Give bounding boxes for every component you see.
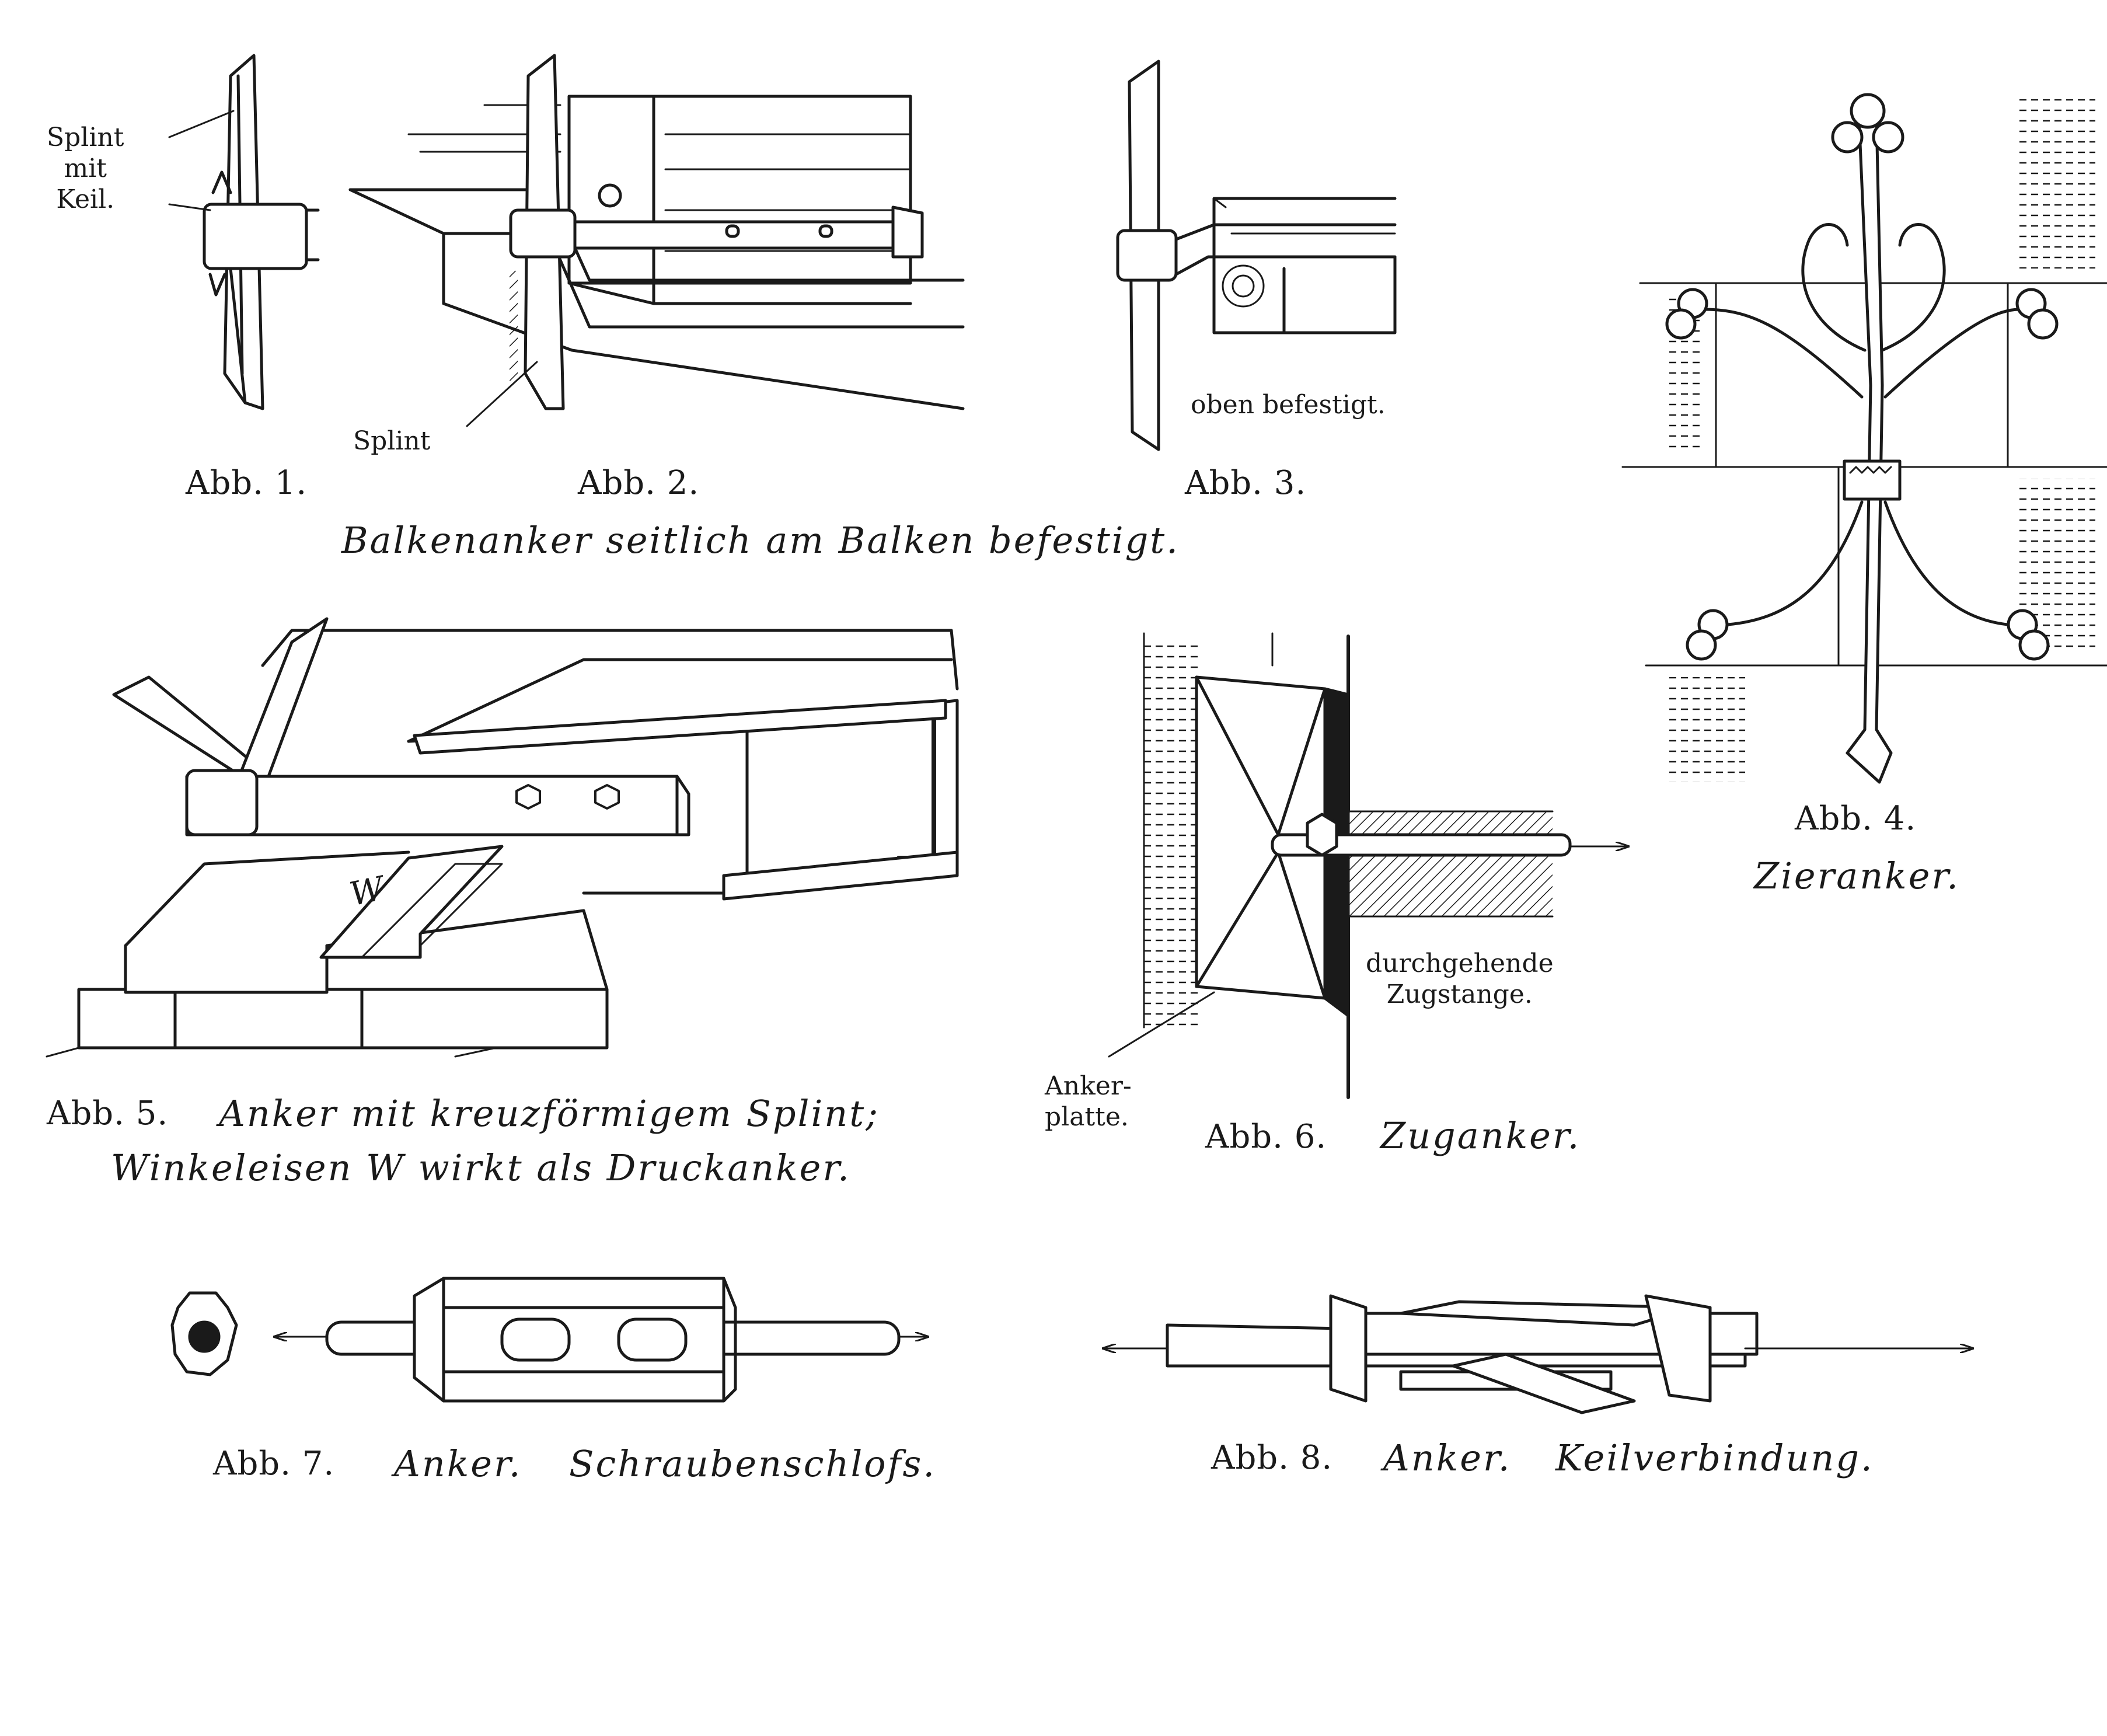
- fig4-caption: Zieranker.: [1754, 855, 1960, 897]
- fig1-note-line: mit: [64, 153, 107, 183]
- fig6-plate-note-line: platte.: [1045, 1101, 1129, 1132]
- fig8-caption-1: Anker.: [1383, 1437, 1512, 1479]
- fig3-note: oben befestigt.: [1191, 390, 1386, 420]
- fig4-label: Abb. 4.: [1795, 800, 1917, 838]
- fig5-drawing: [46, 617, 959, 1058]
- fig4-drawing: [1621, 93, 2107, 784]
- fig1-note-line: Keil.: [56, 184, 115, 214]
- fig8-caption-2: Keilverbindung.: [1555, 1437, 1874, 1479]
- fig6-plate-note-line: Anker-: [1045, 1071, 1132, 1101]
- fig6-rod-note-line: durchgehende: [1366, 949, 1554, 978]
- fig5-caption-line1: Anker mit kreuzförmigem Splint;: [219, 1092, 880, 1135]
- fig8-drawing: [1103, 1294, 1973, 1414]
- fig8-label: Abb. 8.: [1211, 1439, 1333, 1477]
- fig5-caption-line2: Winkeleisen W wirkt als Druckanker.: [111, 1146, 851, 1189]
- fig7-drawing: [170, 1277, 928, 1403]
- fig7-caption-1: Anker.: [394, 1442, 522, 1485]
- fig7-label: Abb. 7.: [213, 1445, 335, 1483]
- fig2-drawing: [348, 54, 965, 427]
- fig7-caption-2: Schraubenschlofs.: [569, 1442, 937, 1485]
- fig6-caption: Zuganker.: [1380, 1114, 1581, 1157]
- fig5-label: Abb. 5.: [47, 1094, 169, 1132]
- fig6-rod-note-line: Zugstange.: [1386, 979, 1533, 1009]
- fig5-w-mark: W: [346, 869, 388, 914]
- fig1-note-line: Splint: [47, 123, 124, 152]
- fig2-label: Abb. 2.: [578, 464, 700, 502]
- group-caption: Balkenanker seitlich am Balken befestigt…: [341, 519, 1180, 562]
- fig6-plate-note: Anker- platte.: [1045, 1071, 1132, 1133]
- fig1-label: Abb. 1.: [186, 464, 308, 502]
- fig6-rod-note: durchgehende Zugstange.: [1366, 949, 1554, 1010]
- fig3-drawing: [1116, 60, 1397, 451]
- fig1-drawing: [168, 54, 320, 410]
- fig1-note: Splint mit Keil.: [47, 123, 124, 215]
- fig6-drawing: [1108, 632, 1628, 1099]
- fig2-note: Splint: [353, 426, 431, 456]
- fig6-label: Abb. 6.: [1205, 1118, 1327, 1156]
- fig3-label: Abb. 3.: [1185, 464, 1307, 502]
